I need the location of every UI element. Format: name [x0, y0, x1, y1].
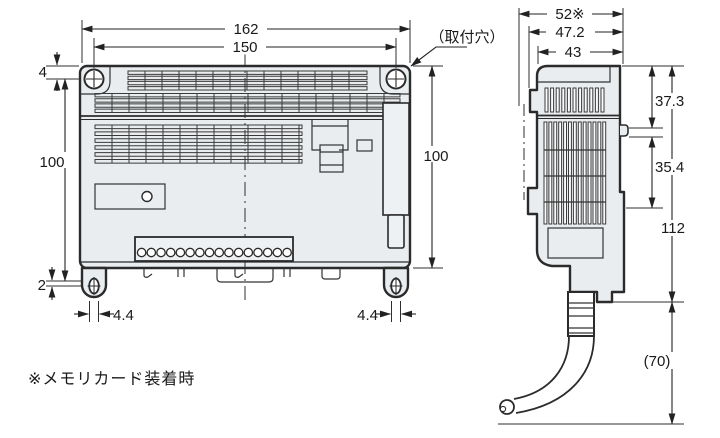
- terminal-block: [134, 236, 294, 262]
- dim-depth-body: 43: [565, 44, 582, 61]
- side-view: [499, 64, 629, 415]
- vent-slats-top: [127, 70, 368, 91]
- cable-connector: [567, 291, 595, 337]
- bottom-latch-details: [143, 268, 341, 283]
- memory-card-note: ※メモリカード装着時: [28, 370, 195, 388]
- side-cap-seam: [537, 67, 611, 83]
- side-vents-lower: [543, 121, 607, 225]
- dim-height-holes: 100: [39, 154, 64, 171]
- side-vents-upper: [544, 87, 605, 113]
- dim-height-upper: 37.3: [655, 93, 684, 110]
- dim-hole-top-offset: 4: [39, 64, 47, 81]
- side-terminal-cover: [547, 227, 604, 259]
- mounting-hole-top-left: [83, 68, 105, 90]
- cable: [499, 335, 595, 415]
- name-plate: [94, 183, 166, 210]
- front-view: [78, 52, 412, 302]
- led-window: [356, 139, 373, 152]
- mounting-hole-label: （取付穴）: [429, 29, 504, 46]
- dim-hole-width-right: 4.4: [357, 307, 378, 324]
- expansion-connector: [311, 119, 349, 173]
- mounting-hole-leader: [410, 46, 467, 67]
- dim-height-total: 112: [661, 220, 685, 237]
- mounting-ear-bottom-left: [80, 266, 108, 299]
- dim-depth-overall: 47.2: [555, 24, 584, 41]
- dim-cable-clearance: (70): [644, 353, 671, 370]
- dim-width-holes: 150: [232, 39, 257, 56]
- dim-height-body: 100: [423, 148, 448, 165]
- vent-slats-lower: [94, 124, 303, 164]
- vent-slats-upper: [94, 93, 401, 113]
- front-view-dimensions: 162 150 （取付穴） 4 100 2 4.4 4.4 100: [32, 20, 505, 324]
- dim-hole-width-left: 4.4: [113, 307, 134, 324]
- dim-height-lower: 35.4: [655, 159, 684, 176]
- din-clip-hook: [620, 124, 629, 137]
- dim-width-outer: 162: [233, 21, 258, 38]
- memory-card-slot: [382, 102, 410, 249]
- side-view-dimensions: 52※ 47.2 43 37.3 35.4 112 (70): [498, 6, 695, 425]
- mounting-hole-top-right: [385, 68, 407, 90]
- mounting-ear-bottom-right: [382, 266, 410, 299]
- dim-hole-bottom-offset: 2: [38, 277, 46, 294]
- dim-depth-memory-card: 52※: [555, 6, 584, 23]
